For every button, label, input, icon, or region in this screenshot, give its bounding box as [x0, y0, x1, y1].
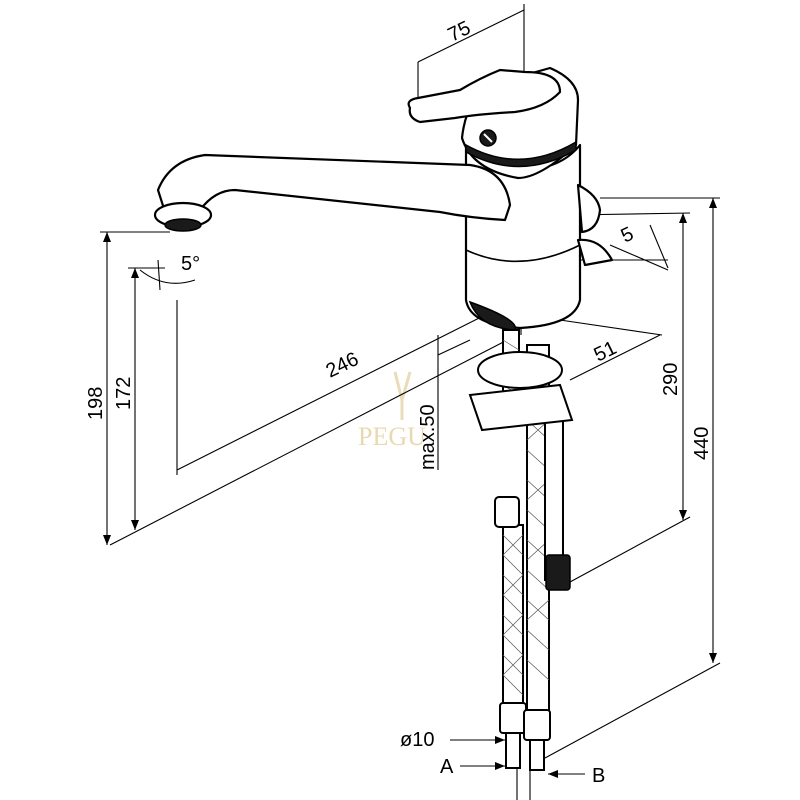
dim-handle-width: 75 [445, 17, 475, 47]
bracket [468, 383, 574, 432]
dim-height-outer: 198 [85, 387, 107, 420]
hose-b-fitting [523, 709, 551, 741]
dim-base-offset: 5 [618, 223, 638, 248]
fixing-nut [545, 554, 571, 591]
dimension-labels: 75 5° 5 51 246 198 172 max.50 290 440 ø1… [85, 17, 713, 787]
arrowheads [103, 198, 717, 778]
dimension-lines [100, 4, 721, 800]
dim-height-inner: 172 [113, 377, 135, 410]
hose-a-nut [494, 496, 520, 528]
handle-lever [407, 68, 562, 124]
dim-hose-diameter: ø10 [400, 729, 434, 751]
lower-shank [544, 399, 564, 581]
label-hose-a: A [440, 756, 454, 778]
spout [153, 153, 512, 232]
spout-pipe [156, 153, 512, 222]
watermark-text: PEGU [358, 422, 426, 451]
hose-a-fitting [499, 702, 527, 734]
dim-spout-reach: 246 [323, 348, 363, 382]
dim-spout-angle: 5° [181, 253, 200, 275]
watermark: PEGU [358, 371, 426, 451]
watermark-logo-icon [393, 371, 412, 420]
dim-max-thickness: max.50 [417, 404, 439, 470]
dim-total-height: 440 [691, 427, 713, 460]
dim-body-height: 290 [660, 363, 682, 396]
mounting-washer [477, 351, 563, 389]
dim-base-diameter: 51 [591, 337, 621, 367]
supply-hoses [468, 329, 574, 771]
label-hose-b: B [592, 765, 605, 787]
